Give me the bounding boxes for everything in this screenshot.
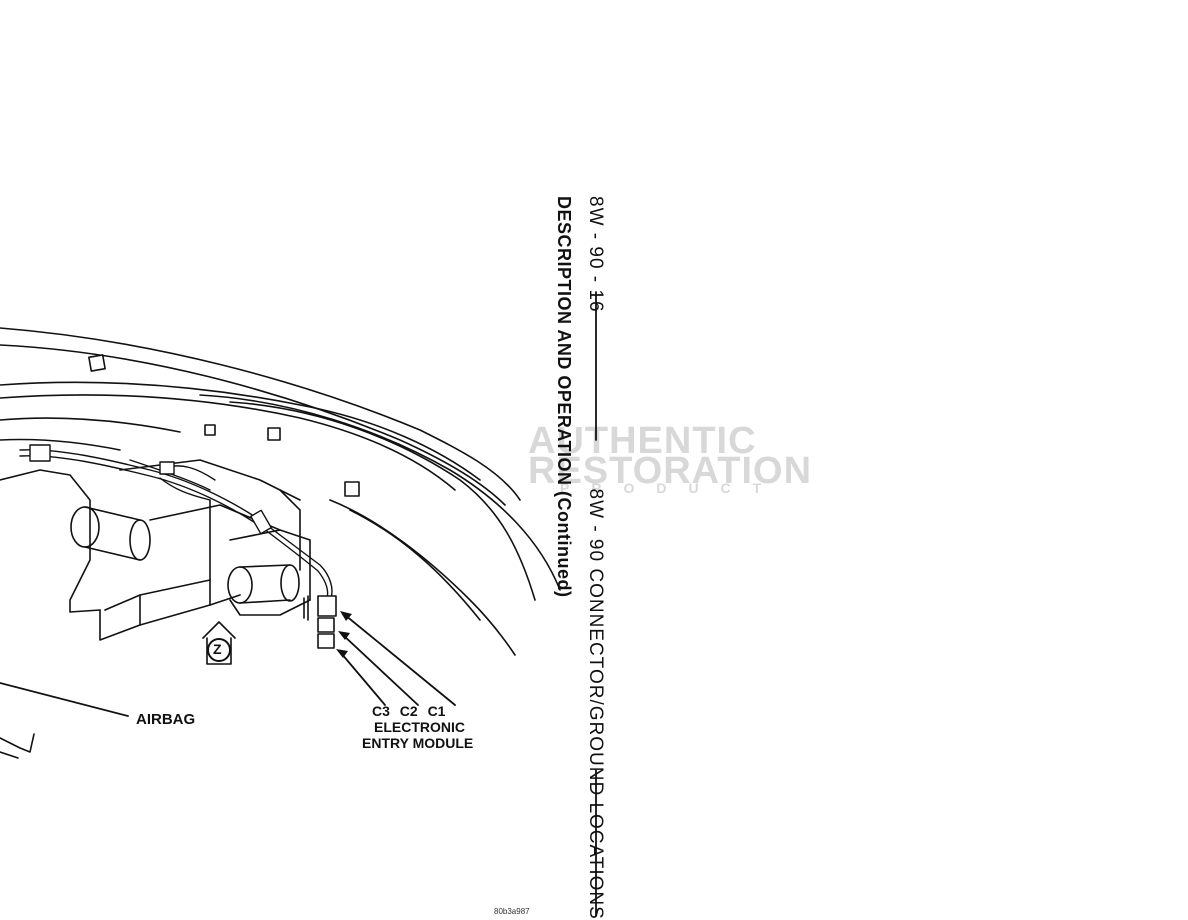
wiring-harness [19, 444, 333, 603]
watermark-line-2: RESTORATION [528, 450, 813, 492]
view-z-label: Z [213, 641, 222, 657]
airbag-label: AIRBAG [136, 711, 196, 728]
section-title: 8W - 90 CONNECTOR/GROUND LOCATIONS [585, 488, 606, 920]
page-code: 8W - 90 - 16 [585, 196, 606, 313]
leader-lines [0, 614, 456, 717]
watermark-line-1: AUTHENTIC [528, 420, 757, 462]
watermark-line-3: PRODUCT [560, 480, 784, 496]
module-label-line1: ELECTRONIC [374, 719, 465, 735]
arrowheads [336, 611, 352, 658]
view-z-marker [202, 621, 236, 665]
dash-frame [0, 459, 311, 641]
airbag-bracket [0, 733, 35, 759]
section-header: 8W - 90 - 16 8W - 90 CONNECTOR/GROUND LOC… [584, 196, 606, 920]
module-label-line2: ENTRY MODULE [362, 735, 474, 751]
connector-labels: C3 C2 C1 [372, 703, 446, 719]
cowl-tabs [88, 354, 360, 497]
subsection-title: DESCRIPTION AND OPERATION (Continued) [554, 196, 574, 598]
figure-id: 80b3a987 [494, 907, 530, 916]
hvac-ducts [70, 506, 300, 604]
connector-stack [303, 595, 337, 649]
windshield-cowl-outline [0, 327, 561, 656]
